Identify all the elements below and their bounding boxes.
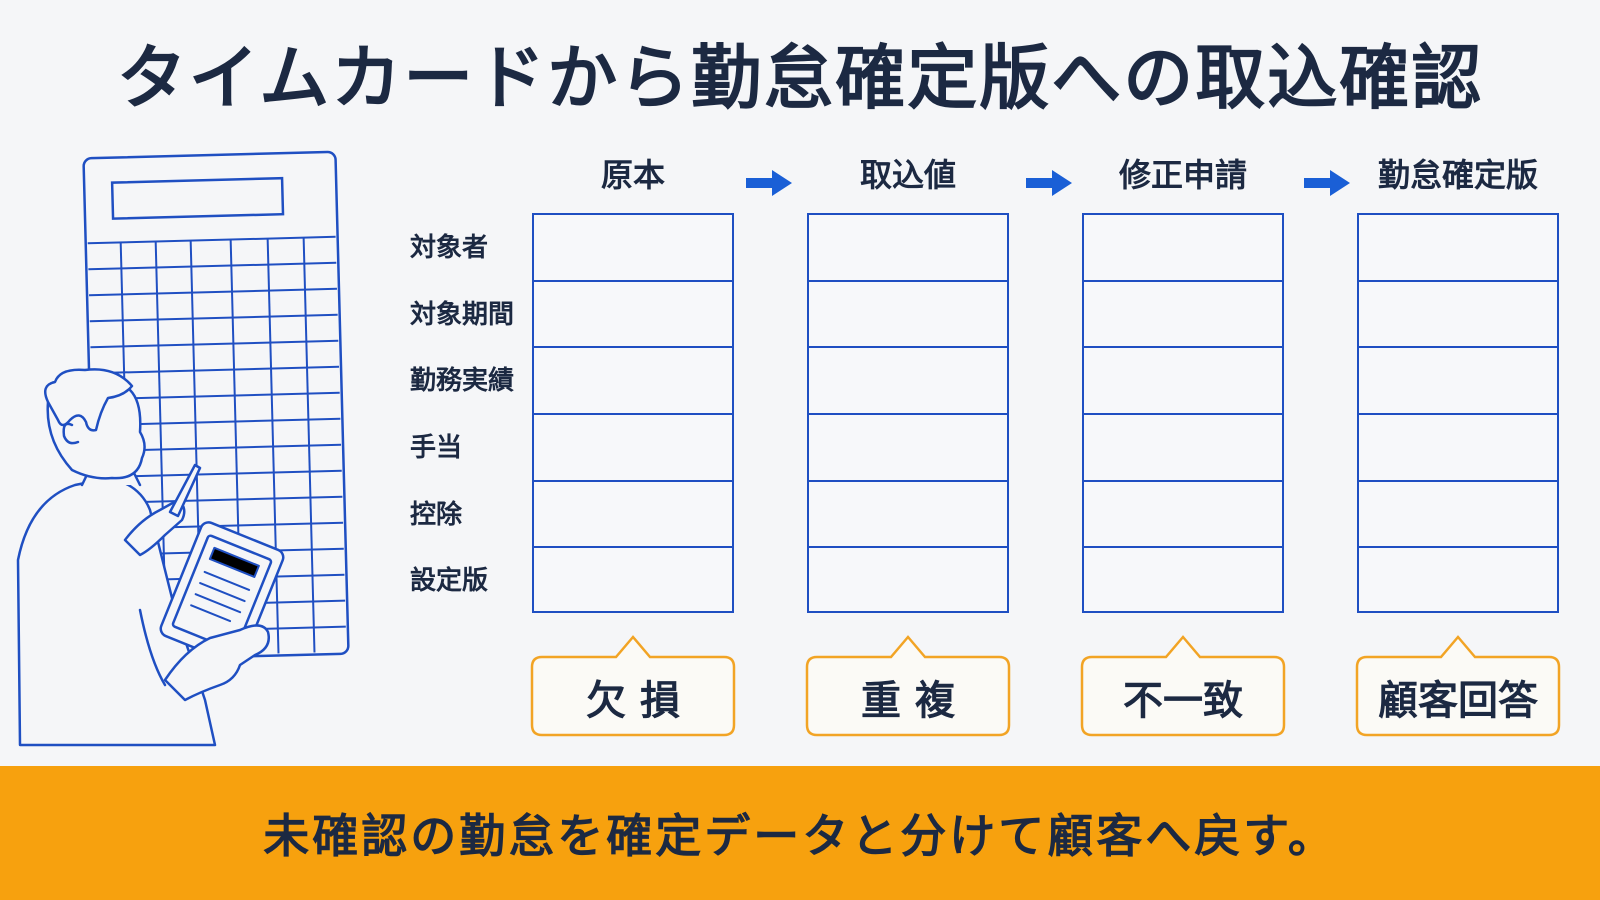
column-grid-original (532, 213, 734, 613)
grid-cell (1084, 415, 1282, 482)
grid-cell (1084, 348, 1282, 415)
callout-label: 顧客回答 (1378, 678, 1538, 724)
grid-cell (1359, 348, 1557, 415)
grid-cell (1359, 482, 1557, 549)
footer-message: 未確認の勤怠を確定データと分けて顧客へ戻す。 (263, 809, 1337, 863)
row-label-work-record: 勤務実績 (410, 366, 515, 396)
grid-cell (534, 215, 732, 282)
callout-missing: 欠 損 (530, 633, 736, 738)
callout-mismatch: 不一致 (1080, 633, 1286, 738)
footer-banner: 未確認の勤怠を確定データと分けて顧客へ戻す。 (0, 766, 1600, 900)
grid-cell (809, 548, 1007, 615)
grid-cell (809, 215, 1007, 282)
grid-cell (1084, 282, 1282, 349)
grid-cell (1359, 215, 1557, 282)
grid-cell (1359, 415, 1557, 482)
row-label-allowance: 手当 (410, 433, 463, 463)
row-label-deduction: 控除 (410, 500, 463, 530)
callout-bubble (805, 635, 1011, 737)
person-with-tablet-icon (16, 368, 285, 747)
callout-bubble (530, 635, 736, 737)
right-arrow-icon (1304, 170, 1350, 196)
callout-bubble (1080, 635, 1286, 737)
callout-bubble (1355, 635, 1561, 737)
grid-cell (1084, 482, 1282, 549)
grid-cell (534, 348, 732, 415)
grid-cell (1359, 548, 1557, 615)
right-arrow-icon (746, 170, 792, 196)
column-header-imported-value: 取込値 (859, 156, 956, 194)
column-header-original: 原本 (600, 156, 665, 194)
column-header-correction-request: 修正申請 (1118, 156, 1247, 194)
grid-cell (534, 415, 732, 482)
grid-cell (809, 415, 1007, 482)
callout-label: 不一致 (1123, 678, 1243, 724)
row-label-target-person: 対象者 (410, 233, 489, 263)
right-arrow-icon (1026, 170, 1072, 196)
grid-cell (1359, 282, 1557, 349)
grid-cell (809, 282, 1007, 349)
grid-cell (534, 282, 732, 349)
row-label-setting-version: 設定版 (410, 566, 489, 596)
grid-cell (809, 348, 1007, 415)
page-title: タイムカードから勤怠確定版への取込確認 (116, 37, 1484, 119)
column-grid-finalized-attendance (1357, 213, 1559, 613)
callout-label: 重 複 (861, 678, 955, 724)
callout-duplicate: 重 複 (805, 633, 1011, 738)
column-grid-imported-value (807, 213, 1009, 613)
grid-cell (1084, 215, 1282, 282)
callout-customer-reply: 顧客回答 (1355, 633, 1561, 738)
callout-label: 欠 損 (586, 678, 680, 724)
column-grid-correction-request (1082, 213, 1284, 613)
row-label-target-period: 対象期間 (410, 300, 515, 330)
grid-cell (809, 482, 1007, 549)
timecard-illustration (16, 150, 350, 747)
grid-cell (534, 482, 732, 549)
grid-cell (1084, 548, 1282, 615)
column-header-finalized-attendance: 勤怠確定版 (1377, 156, 1538, 194)
grid-cell (534, 548, 732, 615)
